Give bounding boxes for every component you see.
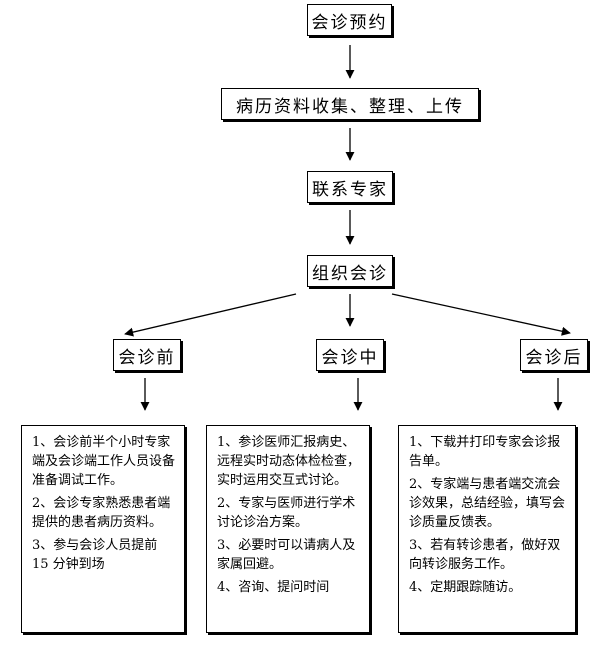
detail-before: 1、会诊前半个小时专家端及会诊端工作人员设备准备调试工作。 2、会诊专家熟悉患者… <box>21 425 185 633</box>
phase-before: 会诊前 <box>113 339 181 371</box>
detail-before-list: 1、会诊前半个小时专家端及会诊端工作人员设备准备调试工作。 2、会诊专家熟悉患者… <box>32 433 176 574</box>
arrow-step4-to-before <box>124 293 297 337</box>
list-item: 1、会诊前半个小时专家端及会诊端工作人员设备准备调试工作。 <box>32 435 176 488</box>
list-item: 2、会诊专家熟悉患者端提供的患者病历资料。 <box>32 496 171 530</box>
phase-after: 会诊后 <box>520 339 588 371</box>
phase-during-label: 会诊中 <box>321 347 379 368</box>
step-contact-expert-label: 联系专家 <box>312 179 388 200</box>
step-organize-label: 组织会诊 <box>312 263 388 284</box>
detail-after: 1、下载并打印专家会诊报告单。 2、专家端与患者端交流会诊效果，总结经验，填写会… <box>398 425 576 633</box>
list-item: 2、专家端与患者端交流会诊效果，总结经验，填写会诊质量反馈表。 <box>409 477 566 530</box>
step-records-label: 病历资料收集、整理、上传 <box>236 96 464 117</box>
step-appointment: 会诊预约 <box>307 4 392 36</box>
detail-after-list: 1、下载并打印专家会诊报告单。 2、专家端与患者端交流会诊效果，总结经验，填写会… <box>409 433 567 597</box>
step-appointment-label: 会诊预约 <box>311 12 388 33</box>
list-item: 1、参诊医师汇报病史、远程实时动态体检检查，实时运用交互式讨论。 <box>217 435 361 488</box>
list-item: 3、参与会诊人员提前 15 分钟到场 <box>32 538 158 572</box>
list-item: 4、咨询、提问时间 <box>217 580 330 595</box>
list-item: 2、专家与医师进行学术讨论诊治方案。 <box>217 496 356 530</box>
list-item: 4、定期跟踪随访。 <box>409 580 522 595</box>
list-item: 3、若有转诊患者，做好双向转诊服务工作。 <box>409 538 561 572</box>
step-organize: 组织会诊 <box>307 255 393 287</box>
phase-during: 会诊中 <box>316 339 384 371</box>
list-item: 1、下载并打印专家会诊报告单。 <box>409 435 561 469</box>
arrow-step4-to-after <box>391 293 571 336</box>
phase-after-label: 会诊后 <box>525 347 583 368</box>
step-records: 病历资料收集、整理、上传 <box>221 88 479 120</box>
step-contact-expert: 联系专家 <box>307 171 393 203</box>
detail-during: 1、参诊医师汇报病史、远程实时动态体检检查，实时运用交互式讨论。 2、专家与医师… <box>206 425 370 633</box>
phase-before-label: 会诊前 <box>118 347 176 368</box>
list-item: 3、必要时可以请病人及家属回避。 <box>217 538 356 572</box>
detail-during-list: 1、参诊医师汇报病史、远程实时动态体检检查，实时运用交互式讨论。 2、专家与医师… <box>217 433 361 597</box>
